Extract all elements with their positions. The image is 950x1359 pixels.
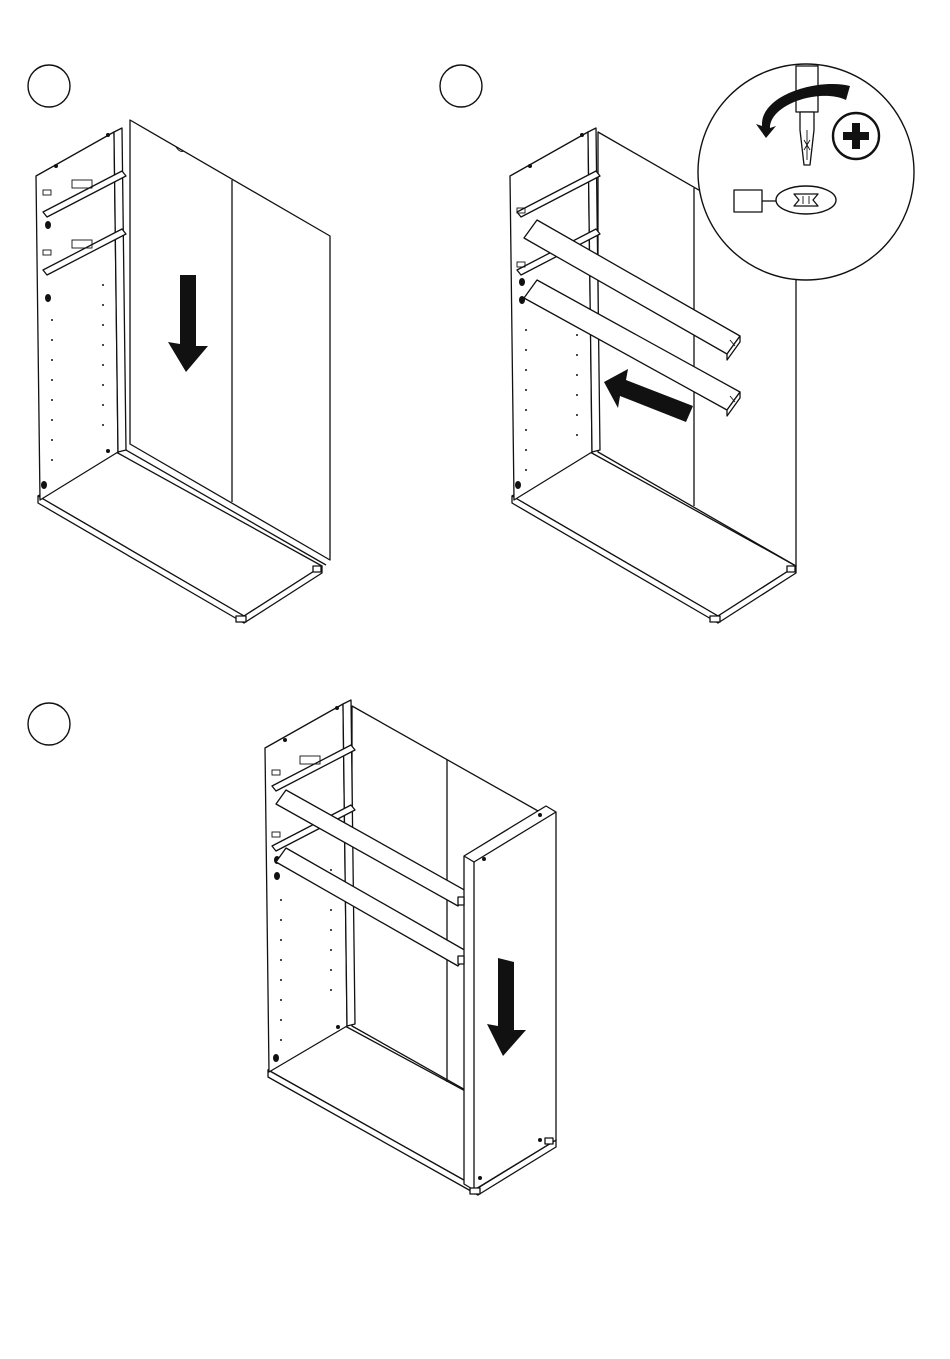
- phillips-plus-icon: +: [833, 113, 879, 159]
- step-number-circle: [440, 65, 482, 107]
- part-label-box: [734, 190, 762, 212]
- step-number-circle: [28, 703, 70, 745]
- step-a: [28, 65, 330, 623]
- screw-head-icon: [776, 186, 836, 214]
- step-b: +: [440, 64, 914, 623]
- step-c: [28, 700, 556, 1195]
- detail-callout: +: [698, 64, 914, 280]
- step-number-circle: [28, 65, 70, 107]
